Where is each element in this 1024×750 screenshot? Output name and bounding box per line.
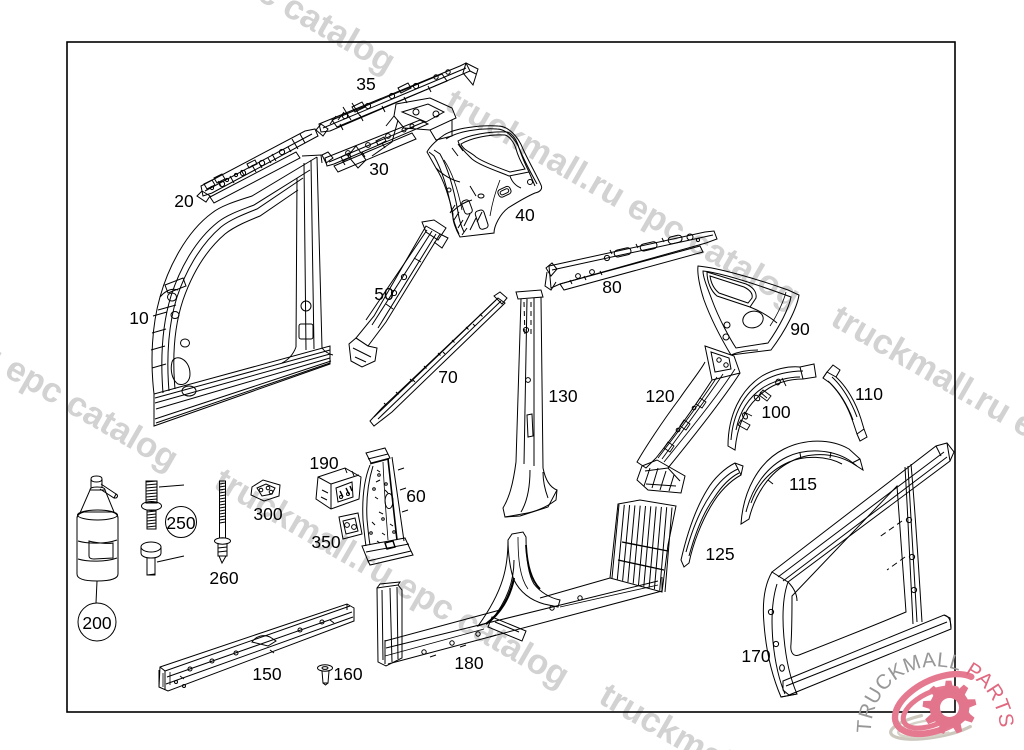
svg-text:150: 150 — [252, 664, 281, 684]
svg-text:190: 190 — [309, 453, 338, 473]
svg-text:90: 90 — [790, 319, 810, 339]
svg-text:300: 300 — [253, 504, 282, 524]
svg-text:260: 260 — [209, 568, 238, 588]
svg-text:350: 350 — [311, 532, 340, 552]
svg-text:110: 110 — [855, 384, 883, 404]
svg-text:50: 50 — [374, 284, 394, 304]
svg-text:125: 125 — [705, 544, 734, 564]
svg-text:115: 115 — [789, 474, 817, 494]
svg-text:80: 80 — [602, 277, 622, 297]
svg-text:180: 180 — [454, 653, 483, 673]
svg-text:30: 30 — [369, 159, 389, 179]
svg-text:10: 10 — [129, 308, 149, 328]
svg-text:160: 160 — [333, 664, 362, 684]
svg-text:170: 170 — [741, 646, 770, 666]
svg-text:60: 60 — [406, 486, 426, 506]
svg-text:35: 35 — [356, 74, 375, 94]
svg-text:130: 130 — [548, 386, 577, 406]
svg-text:200: 200 — [82, 613, 111, 633]
svg-text:250: 250 — [166, 513, 195, 533]
svg-text:20: 20 — [174, 191, 194, 211]
svg-text:40: 40 — [515, 205, 535, 225]
svg-text:100: 100 — [761, 402, 790, 422]
svg-text:70: 70 — [438, 367, 458, 387]
svg-text:120: 120 — [645, 386, 674, 406]
